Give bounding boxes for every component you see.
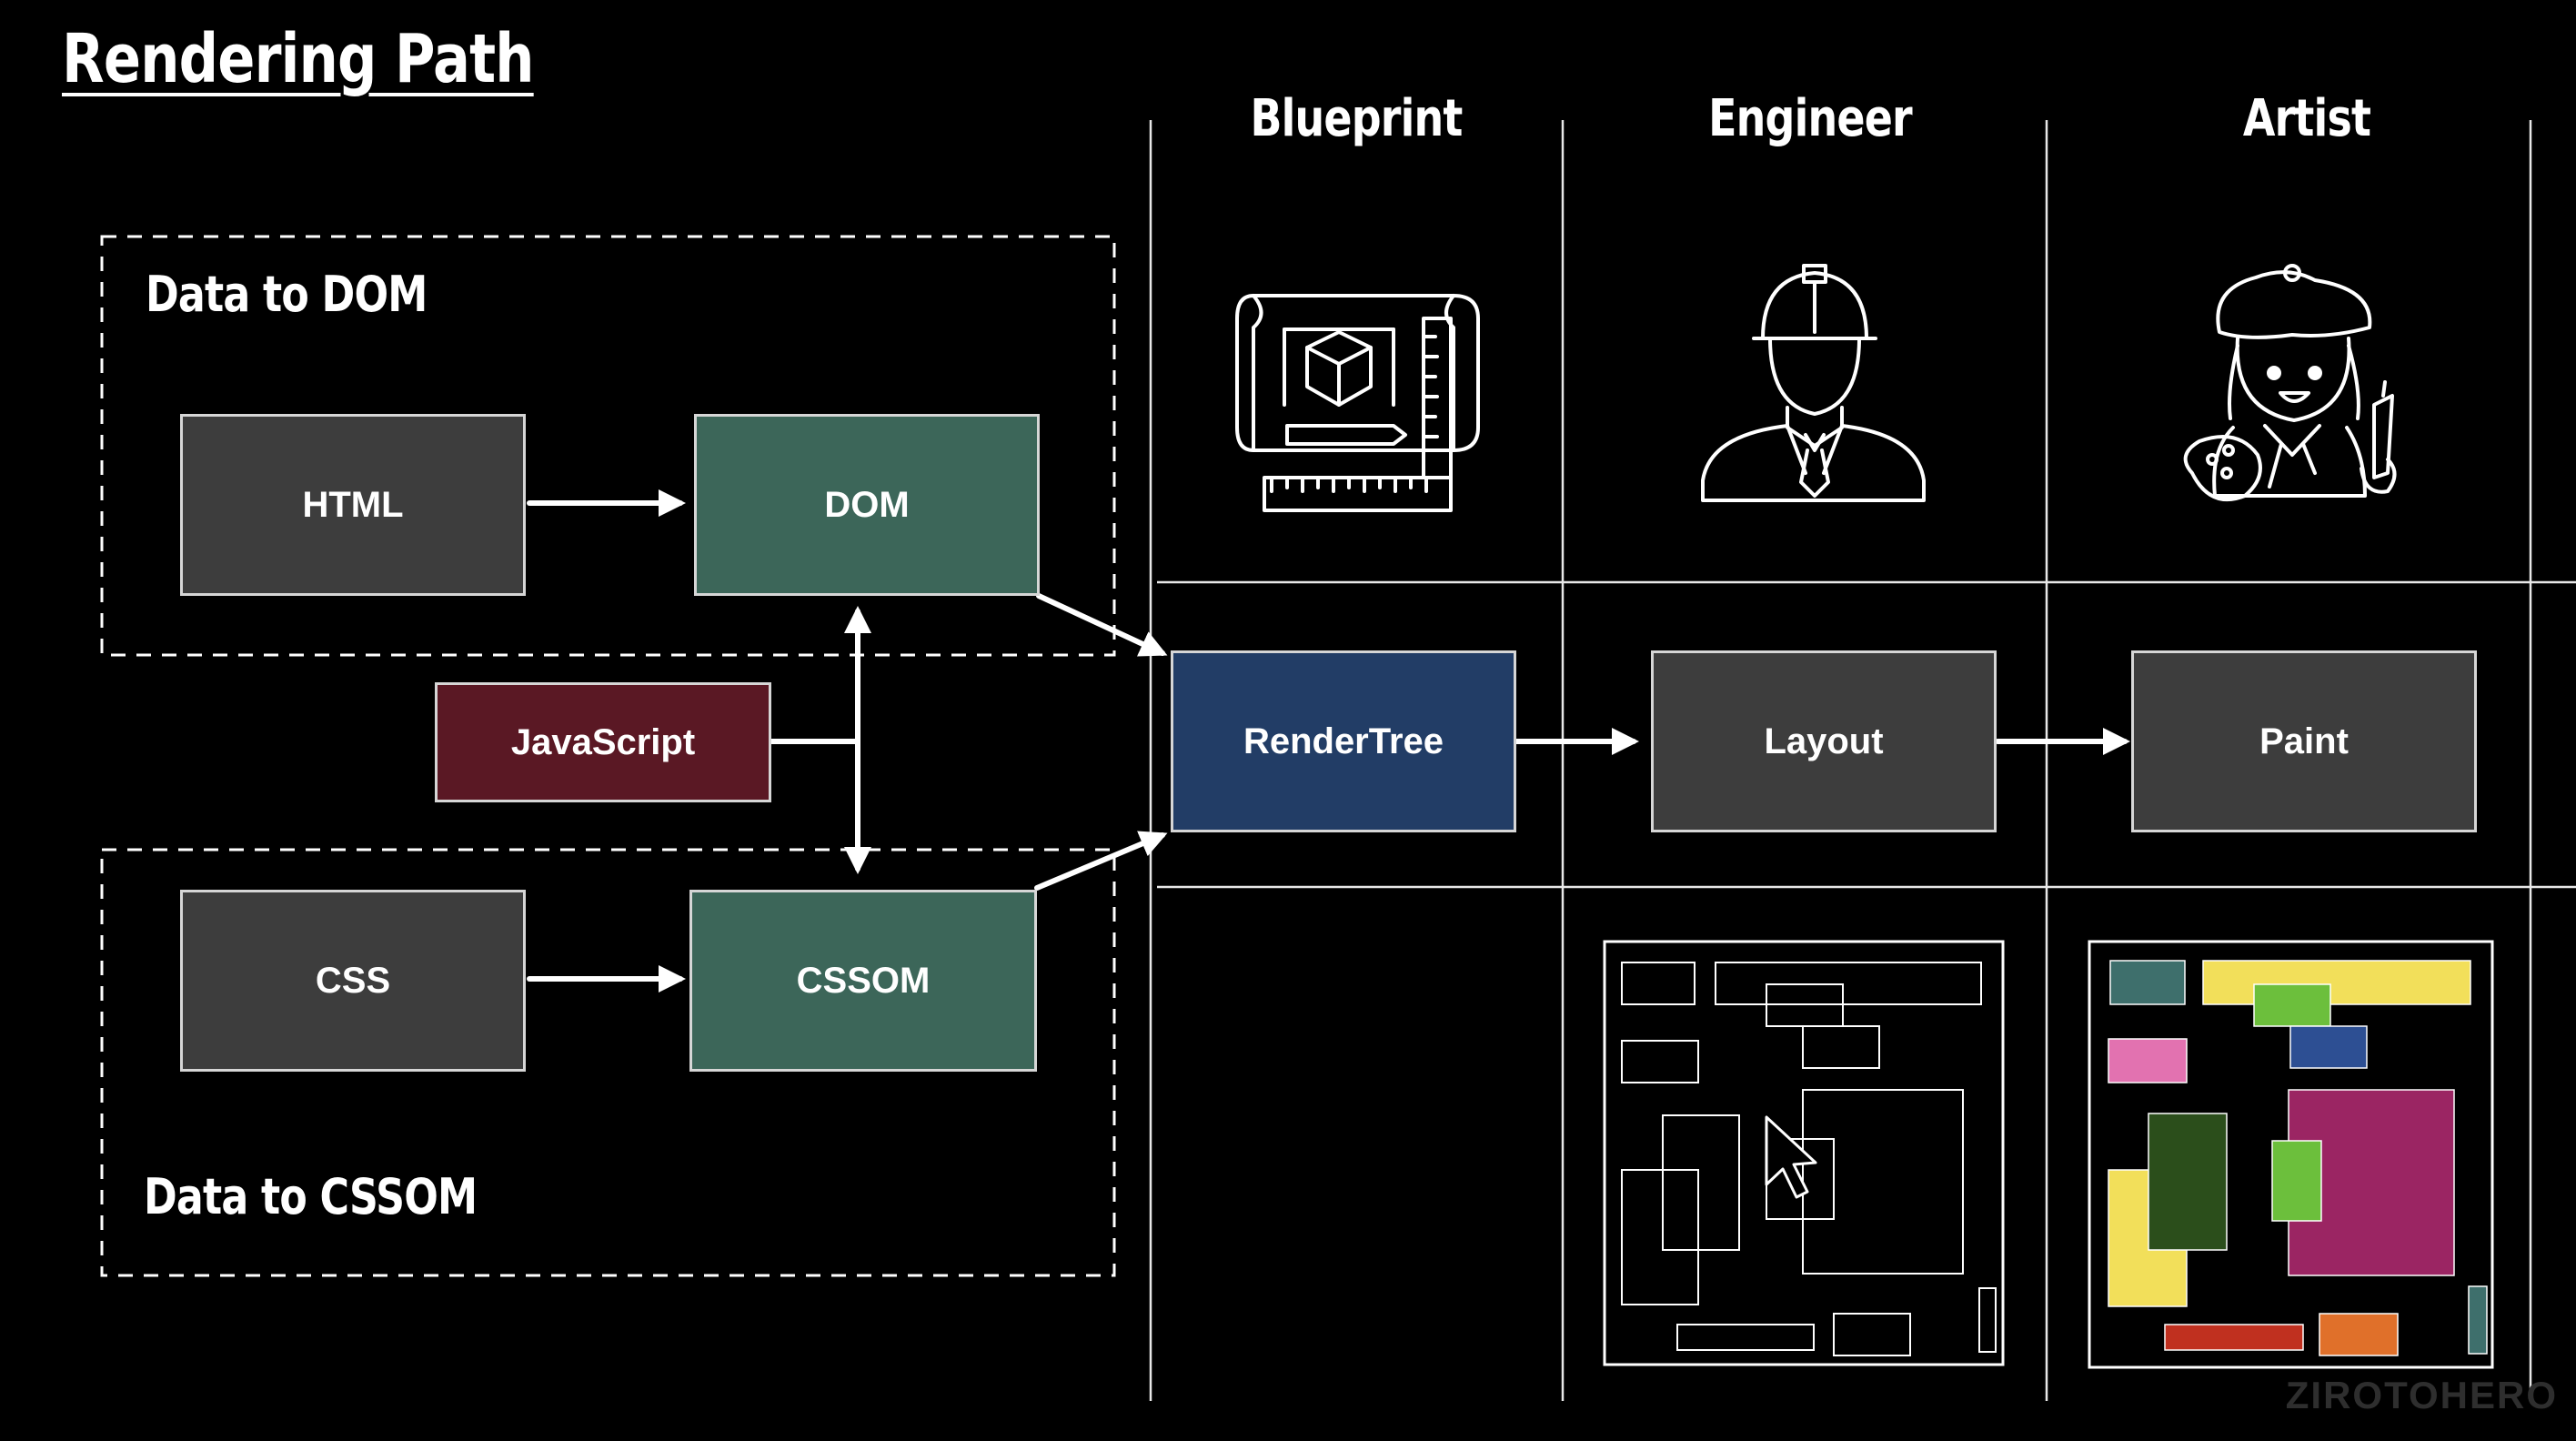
dom-group-border — [100, 235, 1116, 657]
node-css-label: CSS — [315, 960, 391, 1001]
blueprint-icon — [1235, 294, 1480, 512]
column-label-blueprint: Blueprint — [1250, 89, 1463, 148]
column-label-engineer: Engineer — [1708, 89, 1913, 148]
node-layout-label: Layout — [1764, 720, 1884, 761]
node-paint: Paint — [2131, 650, 2477, 832]
paint-illustration — [2088, 940, 2494, 1369]
node-cssom-label: CSSOM — [796, 960, 931, 1001]
cssom-group-border — [100, 848, 1116, 1277]
group-label-dom: Data to DOM — [146, 266, 428, 323]
node-html: HTML — [180, 414, 526, 596]
node-html-label: HTML — [302, 484, 404, 525]
watermark: ZIROTOHERO — [2285, 1374, 2558, 1416]
node-javascript: JavaScript — [435, 682, 771, 802]
group-label-cssom: Data to CSSOM — [144, 1168, 478, 1225]
artist-icon — [2183, 264, 2397, 501]
arrow-cssom-to-rendertree — [1034, 831, 1168, 891]
node-dom-label: DOM — [824, 484, 910, 525]
node-paint-label: Paint — [2259, 720, 2349, 761]
node-cssom: CSSOM — [689, 890, 1037, 1072]
grid-lines — [1149, 120, 2576, 1401]
node-javascript-label: JavaScript — [510, 721, 696, 762]
column-label-artist: Artist — [2242, 89, 2371, 148]
node-rendertree: RenderTree — [1171, 650, 1516, 832]
node-rendertree-label: RenderTree — [1243, 720, 1444, 761]
node-dom: DOM — [694, 414, 1040, 596]
node-layout: Layout — [1651, 650, 1997, 832]
arrow-dom-to-rendertree — [1036, 593, 1168, 657]
engineer-icon — [1701, 264, 1926, 502]
page-title: Rendering Path — [62, 20, 534, 98]
arrows — [527, 489, 2130, 993]
node-css: CSS — [180, 890, 526, 1072]
cursor-icon — [1765, 1115, 1817, 1199]
